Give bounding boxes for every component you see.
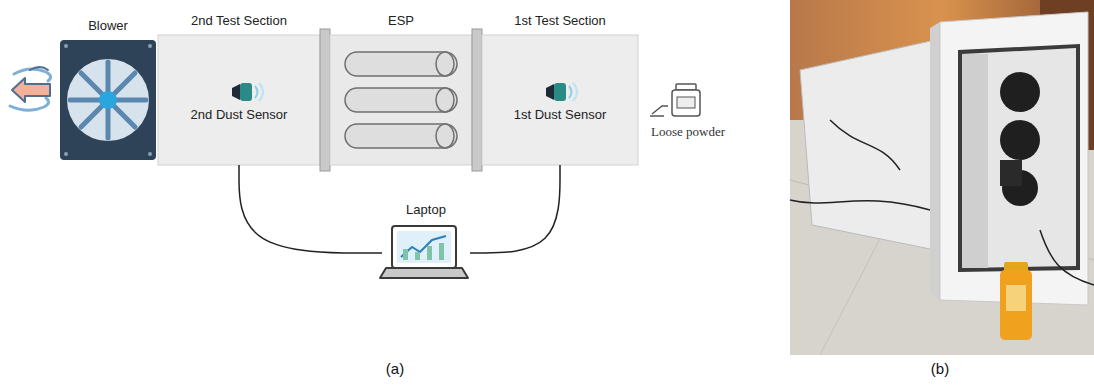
blower-box: Blower — [60, 40, 156, 160]
part-label: ESP — [388, 13, 414, 29]
data-cable — [470, 165, 560, 253]
blower-fan — [60, 40, 156, 160]
data-cable — [239, 165, 382, 253]
part-label: Laptop — [406, 202, 446, 218]
sensor-label: 2nd Dust Sensor — [191, 107, 288, 123]
part-label: Blower — [88, 18, 128, 34]
panel-label: (b) — [931, 360, 949, 377]
photo — [790, 0, 1094, 355]
part-label: 2nd Test Section — [191, 13, 287, 29]
powder-bottle — [650, 84, 700, 116]
esp-box: ESP — [330, 35, 472, 165]
laptop-icon — [380, 226, 468, 278]
dust-sensor-icon — [546, 83, 577, 101]
panel-label: (a) — [386, 360, 404, 377]
laptop-node: Laptop — [382, 224, 470, 282]
part-label: Loose powder — [651, 124, 725, 140]
part-label: 1st Test Section — [514, 13, 606, 29]
duct — [158, 29, 638, 171]
test-section-box: 1st Test Section1st Dust Sensor — [482, 35, 638, 165]
powder-node: Loose powder — [640, 82, 736, 144]
sensor-label: 1st Dust Sensor — [514, 107, 607, 123]
wind-icon — [10, 67, 51, 110]
dust-sensor-icon — [232, 83, 263, 101]
test-section-box: 2nd Test Section2nd Dust Sensor — [158, 35, 320, 165]
esp-electrodes — [345, 52, 457, 148]
